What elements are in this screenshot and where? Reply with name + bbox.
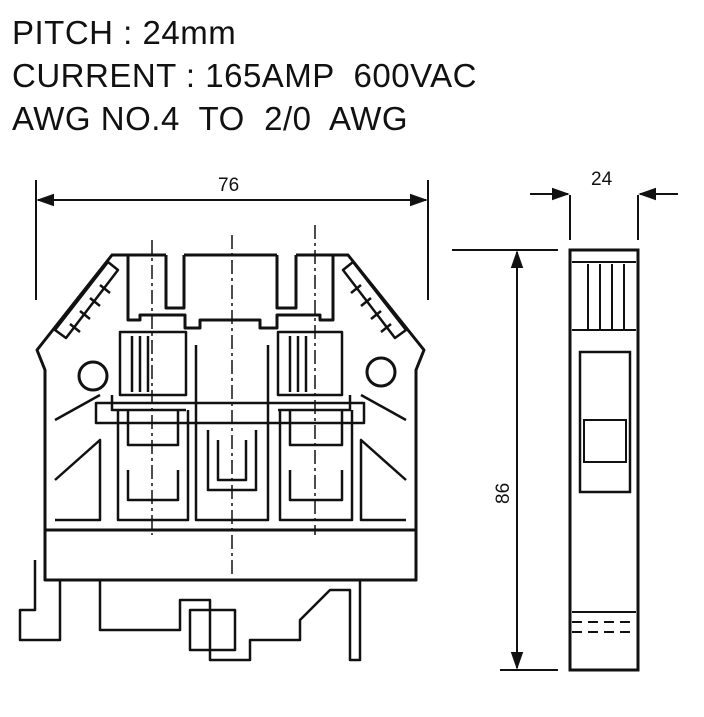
width-dimension	[35, 180, 429, 300]
side-panels	[54, 393, 407, 522]
center-lines	[151, 225, 316, 575]
pitch-dimension	[530, 187, 678, 240]
base-plate	[45, 528, 418, 582]
side-window	[578, 350, 632, 494]
bus-bar	[94, 401, 366, 425]
height-dimension	[452, 249, 558, 671]
top-slot-right	[275, 255, 298, 310]
side-view	[568, 248, 640, 672]
front-view	[18, 253, 426, 662]
right-clamp	[276, 330, 354, 522]
pitch-dimension-label: 24	[591, 169, 613, 190]
side-outline	[568, 248, 640, 672]
spec-current: CURRENT : 165AMP 600VAC	[12, 57, 478, 94]
side-window-inner	[583, 419, 627, 463]
left-clamp	[110, 330, 190, 522]
right-screw-guide	[341, 260, 408, 340]
height-dimension-label: 86	[493, 483, 514, 504]
spec-pitch: PITCH : 24mm	[12, 14, 237, 51]
side-ribs	[572, 264, 636, 331]
width-dimension-label: 76	[218, 175, 239, 196]
top-slot-left	[164, 255, 186, 310]
rail-foot	[18, 560, 362, 662]
left-screw-guide	[53, 260, 120, 340]
side-hidden-lines	[572, 621, 636, 633]
spec-awg: AWG NO.4 TO 2/0 AWG	[12, 100, 409, 137]
right-mounting-hole	[365, 356, 397, 388]
left-mounting-hole	[77, 360, 109, 392]
